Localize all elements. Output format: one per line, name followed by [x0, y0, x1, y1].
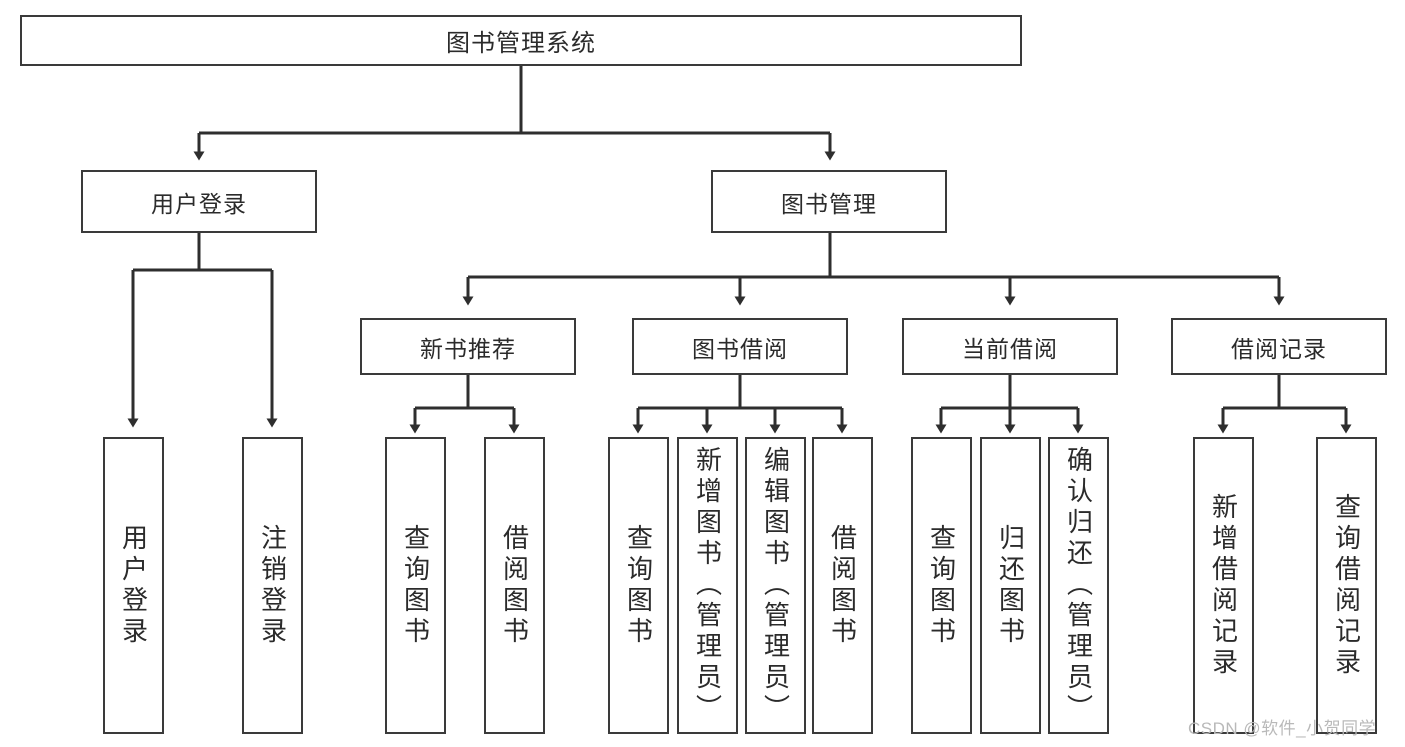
node-label: 新增借阅记录: [1208, 492, 1239, 679]
node-label: 图书管理: [781, 190, 877, 217]
node-book-management-system[interactable]: 图书管理系统: [20, 15, 1022, 66]
node-label: 借阅图书: [827, 523, 858, 648]
node-leaf-query-book-2[interactable]: 查询图书: [608, 437, 669, 734]
node-label: 借阅图书: [499, 523, 530, 648]
node-label: 当前借阅: [962, 335, 1058, 362]
node-label: 查询借阅记录: [1331, 492, 1362, 679]
node-borrow-record[interactable]: 借阅记录: [1171, 318, 1387, 375]
node-book-manage[interactable]: 图书管理: [711, 170, 947, 233]
node-label: 新增图书（管理员）: [692, 446, 723, 725]
node-leaf-user-login[interactable]: 用户登录: [103, 437, 164, 734]
node-label: 借阅记录: [1231, 335, 1327, 362]
node-label: 确认归还（管理员）: [1063, 446, 1094, 725]
node-leaf-confirm-return-admin[interactable]: 确认归还（管理员）: [1048, 437, 1109, 734]
node-leaf-add-borrow-record[interactable]: 新增借阅记录: [1193, 437, 1254, 734]
node-label: 图书管理系统: [446, 30, 596, 57]
node-new-book-recommend[interactable]: 新书推荐: [360, 318, 576, 375]
node-user-login[interactable]: 用户登录: [81, 170, 317, 233]
node-leaf-add-book-admin[interactable]: 新增图书（管理员）: [677, 437, 738, 734]
node-label: 用户登录: [151, 190, 247, 217]
node-leaf-borrow-book-2[interactable]: 借阅图书: [812, 437, 873, 734]
node-label: 编辑图书（管理员）: [760, 446, 791, 725]
node-leaf-logout-login[interactable]: 注销登录: [242, 437, 303, 734]
node-leaf-query-borrow-record[interactable]: 查询借阅记录: [1316, 437, 1377, 734]
watermark-text: CSDN @软件_小贺同学: [1188, 719, 1377, 738]
node-label: 查询图书: [926, 523, 957, 648]
node-current-borrow[interactable]: 当前借阅: [902, 318, 1118, 375]
node-label: 查询图书: [400, 523, 431, 648]
node-label: 注销登录: [257, 523, 288, 648]
node-label: 新书推荐: [420, 335, 516, 362]
node-label: 用户登录: [118, 523, 149, 648]
node-label: 图书借阅: [692, 335, 788, 362]
node-leaf-return-book[interactable]: 归还图书: [980, 437, 1041, 734]
node-leaf-borrow-book-1[interactable]: 借阅图书: [484, 437, 545, 734]
node-leaf-query-book-1[interactable]: 查询图书: [385, 437, 446, 734]
node-label: 归还图书: [995, 523, 1026, 648]
node-book-borrow[interactable]: 图书借阅: [632, 318, 848, 375]
node-label: 查询图书: [623, 523, 654, 648]
node-leaf-edit-book-admin[interactable]: 编辑图书（管理员）: [745, 437, 806, 734]
node-leaf-query-book-3[interactable]: 查询图书: [911, 437, 972, 734]
